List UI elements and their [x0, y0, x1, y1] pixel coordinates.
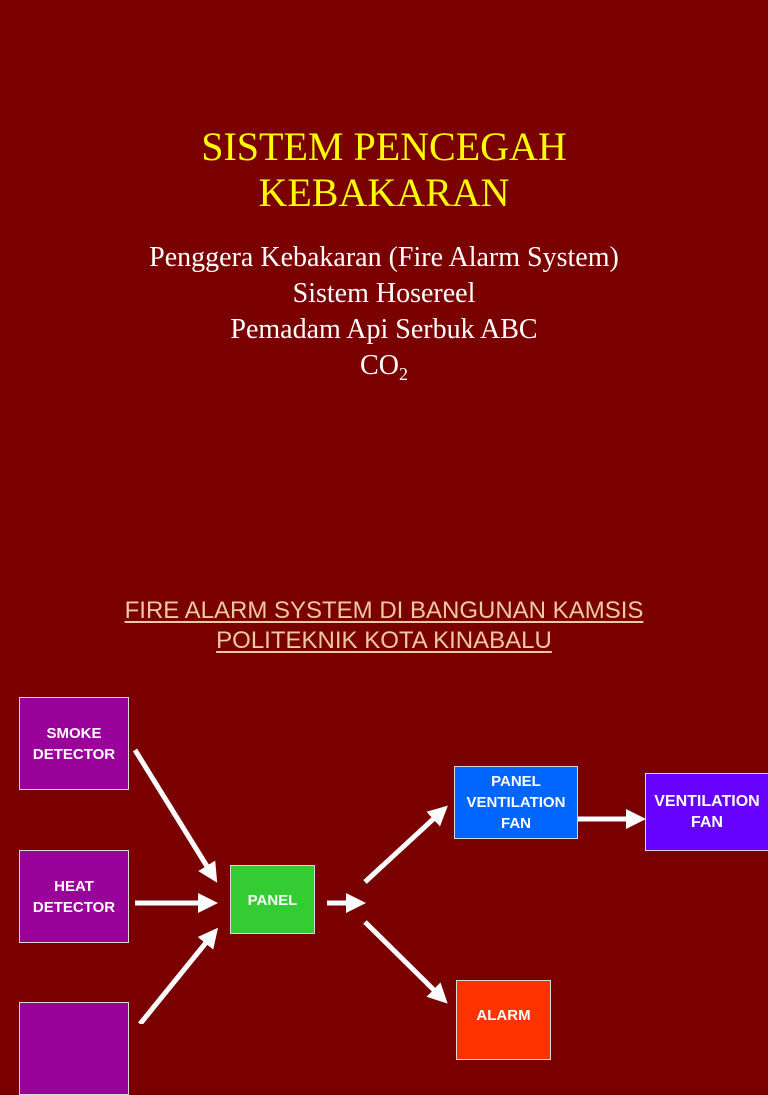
slide-title-line-2: KEBAKARAN	[258, 170, 510, 215]
topic-co2: CO2	[0, 348, 768, 384]
topic-hosereel: Sistem Hosereel	[292, 278, 476, 309]
topic-fire-alarm: Penggera Kebakaran (Fire Alarm System)	[149, 242, 619, 273]
panel-ventilation-fan-box: PANEL VENTILATION FAN	[454, 766, 578, 839]
arrow-panel-to-pvf	[363, 805, 448, 884]
arrow-panel-to-alarm	[363, 920, 448, 1004]
heat-detector-label-1: HEAT	[54, 877, 94, 895]
diagram-title-line-1: FIRE ALARM SYSTEM DI BANGUNAN KAMSIS	[124, 597, 644, 624]
co2-subscript: 2	[398, 364, 408, 384]
diagram-title: FIRE ALARM SYSTEM DI BANGUNAN KAMSIS POL…	[0, 596, 768, 656]
arrow-smoke-to-panel	[132, 748, 218, 883]
pvf-label-2: VENTILATION	[466, 794, 566, 811]
arrow-detector-to-panel	[138, 927, 219, 1024]
co2-base: CO	[360, 350, 399, 381]
smoke-detector-label-1: SMOKE	[46, 724, 102, 742]
vfan-label-1: VENTILATION	[654, 793, 760, 810]
pvf-label-1: PANEL	[491, 773, 541, 790]
ventilation-fan-box: VENTILATION FAN	[645, 773, 768, 851]
vfan-label-2: FAN	[690, 814, 723, 831]
smoke-detector-label-2: DETECTOR	[32, 745, 116, 763]
slide-title-line-1: SISTEM PENCEGAH	[201, 124, 567, 169]
diagram-title-line-2: POLITEKNIK KOTA KINABALU	[216, 627, 552, 654]
detector-box-partial	[19, 1002, 129, 1095]
smoke-detector-box: SMOKE DETECTOR	[19, 697, 129, 790]
topic-list: Penggera Kebakaran (Fire Alarm System) S…	[0, 240, 768, 384]
panel-label: PANEL	[247, 892, 298, 909]
panel-box: PANEL	[230, 865, 315, 934]
alarm-label: ALARM	[476, 1007, 531, 1024]
pvf-label-3: FAN	[500, 815, 531, 832]
slide-title: SISTEM PENCEGAH KEBAKARAN	[0, 124, 768, 216]
heat-detector-box: HEAT DETECTOR	[19, 850, 129, 943]
topic-abc-powder: Pemadam Api Serbuk ABC	[230, 314, 538, 345]
alarm-box: ALARM	[456, 980, 551, 1060]
heat-detector-label-2: DETECTOR	[32, 898, 116, 916]
